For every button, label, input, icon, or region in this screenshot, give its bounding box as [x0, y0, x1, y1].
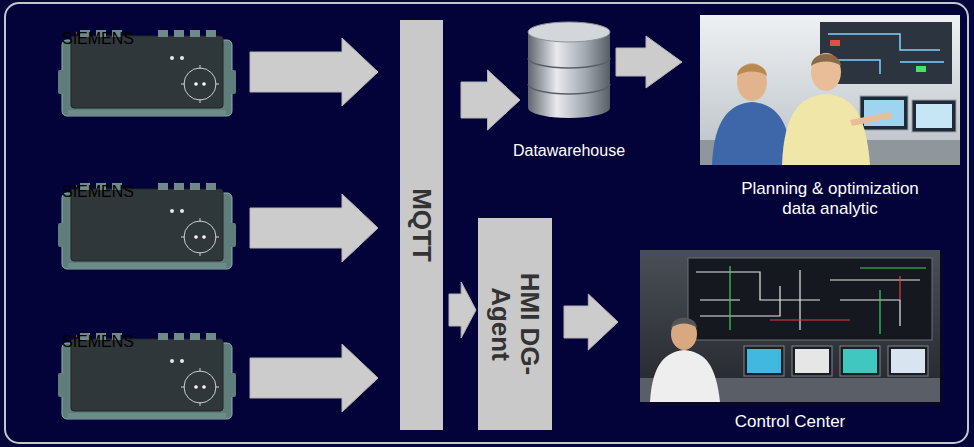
block-arrow [250, 344, 378, 412]
bar-label: MQTT [407, 188, 436, 262]
meter-device: SIEMENS [62, 333, 232, 420]
block-arrow [461, 70, 520, 130]
photo-panel: Planning & optimization data analytic [700, 15, 960, 165]
brand-label: SIEMENS [62, 183, 134, 201]
agent-bar: HMI DG-Agent [478, 218, 552, 430]
block-arrow [616, 36, 682, 88]
block-arrow [564, 294, 618, 350]
node-caption: Datawarehouse [513, 142, 625, 160]
meter-device: SIEMENS [62, 183, 232, 270]
brand-label: SIEMENS [62, 30, 134, 48]
block-arrow [250, 38, 378, 106]
node-caption: Control Center [735, 412, 846, 432]
node-caption: Planning & optimization data analytic [723, 179, 938, 220]
database-cylinder: Datawarehouse [528, 22, 610, 118]
protocol-bar: MQTT [400, 20, 443, 430]
meter-device: SIEMENS [62, 30, 232, 115]
block-arrow [449, 282, 476, 338]
bar-label: HMI DG-Agent [486, 249, 543, 399]
photo-panel: Control Center [640, 250, 940, 402]
block-arrow [250, 194, 378, 262]
brand-label: SIEMENS [62, 333, 134, 351]
